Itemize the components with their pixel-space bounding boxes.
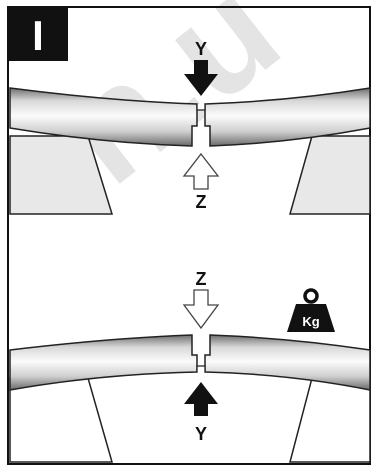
panel-frame xyxy=(7,6,371,465)
rim-bottom-left xyxy=(9,334,198,391)
force-arrow-down-bottom xyxy=(182,289,220,330)
support-right-top xyxy=(289,135,371,215)
panel-label: I xyxy=(32,12,44,59)
force-arrow-up-top xyxy=(182,152,220,190)
panel-label-box xyxy=(8,7,68,61)
force-arrow-up-bottom xyxy=(184,382,218,416)
rim-top-left xyxy=(9,87,198,147)
label-z-bottom: Z xyxy=(196,269,207,289)
support-left-bottom xyxy=(9,377,113,463)
support-right-bottom xyxy=(289,377,371,463)
force-arrow-down-top xyxy=(184,60,218,96)
rim-bottom-joint xyxy=(196,365,206,372)
label-y-bottom: Y xyxy=(195,424,207,444)
rim-top-joint xyxy=(196,104,206,111)
rim-bottom-right xyxy=(204,334,371,391)
label-y-top: Y xyxy=(195,39,207,59)
weight-icon: Kg xyxy=(287,288,335,332)
weight-label: Kg xyxy=(302,314,319,329)
rim-top-right xyxy=(204,87,371,147)
label-z-top: Z xyxy=(196,192,207,212)
